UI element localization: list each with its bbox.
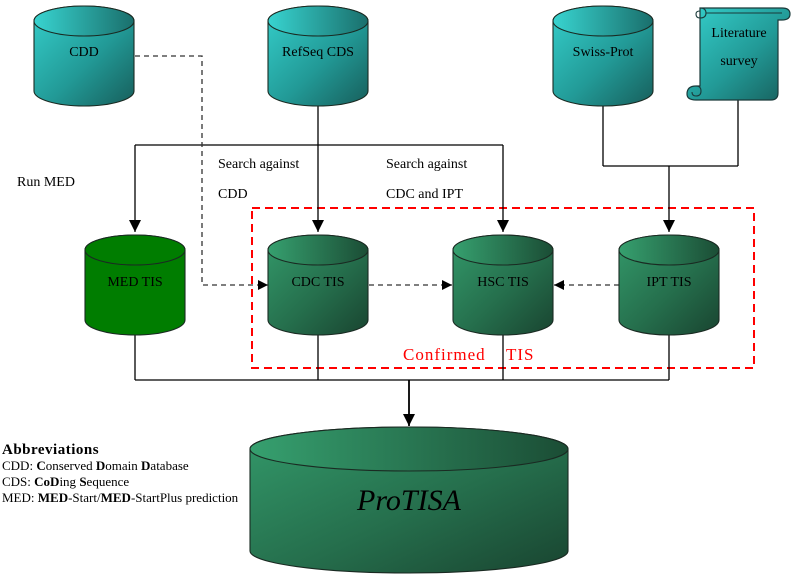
cylinder-top — [249, 426, 569, 472]
ipt-tis-node[interactable]: IPT TIS — [618, 234, 720, 336]
swissprot-label: Swiss-Prot — [573, 45, 634, 60]
scroll-body — [686, 7, 791, 101]
cdd-label: CDD — [69, 45, 99, 60]
abbreviation-item: CDD: Conserved Domain Database — [2, 458, 238, 474]
abbreviation-rest: atabase — [150, 458, 189, 473]
abbreviation-rest: ing — [59, 474, 80, 489]
cdc-tis-label: CDC TIS — [291, 275, 344, 290]
abbreviations-legend: Abbreviations CDD: Conserved Domain Data… — [2, 442, 238, 506]
literature-label-line1: Literature — [711, 26, 766, 41]
abbreviation-rest: onserved — [45, 458, 96, 473]
hsc-tis-label: HSC TIS — [477, 275, 528, 290]
abbreviation-initial: MED — [100, 490, 131, 505]
cylinder-top — [552, 5, 654, 37]
abbreviation-initial: D — [50, 474, 60, 489]
cdd-node[interactable]: CDD — [33, 5, 135, 107]
literature-label-line2: survey — [720, 54, 757, 69]
cdc-tis-node[interactable]: CDC TIS — [267, 234, 369, 336]
run-med-label: Run MED — [17, 175, 75, 190]
abbreviation-initial: D — [95, 458, 106, 473]
abbreviation-rest: -Start/ — [68, 490, 101, 505]
med-tis-node[interactable]: MED TIS — [84, 234, 186, 336]
dashed-arrow-cdd-to-cdc-tis — [135, 55, 268, 290]
hsc-tis-node[interactable]: HSC TIS — [452, 234, 554, 336]
abbreviations-title: Abbreviations — [2, 442, 100, 458]
search-cdd-label-line1: Search against — [218, 157, 299, 172]
refseq-label: RefSeq CDS — [282, 45, 354, 60]
cylinder-top — [267, 5, 369, 37]
abbreviation-item: MED: MED-Start/MED-StartPlus prediction — [2, 490, 238, 506]
abbreviation-rest: equence — [86, 474, 130, 489]
abbreviation-term: MED: — [2, 490, 38, 505]
abbreviation-term: CDS: — [2, 474, 35, 489]
confirmed-label-word2: TIS — [506, 345, 535, 364]
abbreviation-initial: D — [141, 458, 151, 473]
abbreviation-rest: omain — [105, 458, 142, 473]
search-cdc-label-line2: CDC and IPT — [386, 187, 463, 202]
ipt-tis-label: IPT TIS — [647, 275, 692, 290]
scroll-curl-top — [695, 7, 707, 19]
connectors — [129, 98, 739, 426]
protisa-node[interactable]: ProTISA — [249, 426, 569, 574]
cylinder-top — [84, 234, 186, 266]
protisa-label: ProTISA — [356, 484, 462, 517]
search-cdd-label-line2: CDD — [218, 187, 248, 202]
scroll-curl-bottom — [691, 85, 702, 97]
confirmed-label-word1: Confirmed — [403, 345, 486, 364]
swissprot-node[interactable]: Swiss-Prot — [552, 5, 654, 107]
cylinder-top — [452, 234, 554, 266]
abbreviation-initial: Co — [34, 474, 51, 489]
med-tis-label: MED TIS — [107, 275, 162, 290]
abbreviation-initial: C — [36, 458, 46, 473]
literature-survey-node[interactable]: Literature survey — [686, 7, 791, 101]
cylinder-top — [33, 5, 135, 37]
cylinder-top — [267, 234, 369, 266]
cylinder-top — [618, 234, 720, 266]
search-cdc-label-line1: Search against — [386, 157, 467, 172]
abbreviation-initial: MED — [37, 490, 69, 505]
abbreviation-term: CDD: — [2, 458, 37, 473]
abbreviation-rest: -StartPlus prediction — [130, 490, 239, 505]
abbreviation-item: CDS: CoDing Sequence — [2, 474, 238, 490]
abbreviation-initial: S — [79, 474, 87, 489]
refseq-node[interactable]: RefSeq CDS — [267, 5, 369, 107]
dashed-connectors — [135, 55, 619, 290]
